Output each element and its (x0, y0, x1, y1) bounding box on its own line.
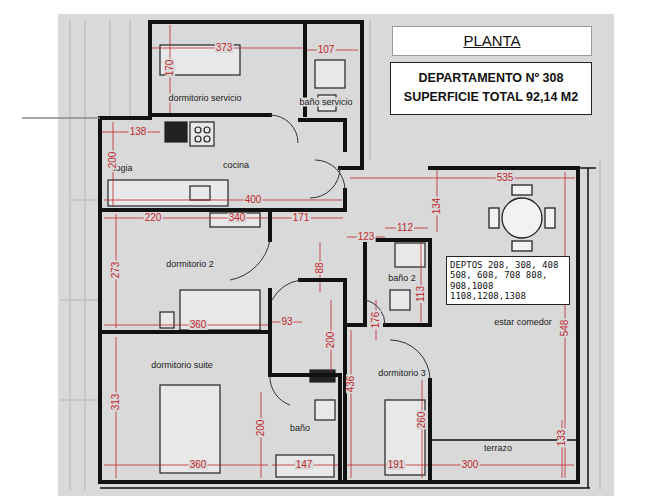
dimension-label: 200 (326, 331, 336, 350)
dimension-label: 340 (228, 213, 247, 223)
room-label: baño (289, 424, 311, 433)
dimension-label: 133 (557, 429, 567, 448)
dimension-label: 171 (292, 213, 311, 223)
dimension-label: 191 (387, 460, 406, 470)
unit-list-box: DEPTOS 208, 308, 408 508, 608, 708 808, … (446, 256, 570, 305)
dimension-label: 88 (315, 261, 325, 274)
room-label: baño 2 (387, 274, 417, 283)
box-text: SUPERFICIE TOTAL 92,14 M2 (397, 88, 585, 107)
dimension-label: 436 (346, 375, 356, 394)
dimension-label: 123 (357, 232, 376, 242)
dimension-label: 273 (111, 261, 121, 280)
dimension-label: 93 (280, 317, 293, 327)
dimension-label: 134 (432, 197, 442, 216)
title-box: PLANTA (392, 26, 592, 56)
dimension-label: 360 (189, 460, 208, 470)
dimension-label: 147 (295, 460, 314, 470)
box-text: DEPARTAMENTO Nº 308 (397, 69, 585, 88)
room-label: dormitorio servicio (167, 94, 242, 103)
room-label: baño servicio (298, 98, 353, 107)
dimension-label: 260 (417, 411, 427, 430)
title-block: DEPARTAMENTO Nº 308SUPERFICIE TOTAL 92,1… (390, 62, 592, 115)
dimension-label: 220 (144, 213, 163, 223)
dimension-label: 200 (108, 151, 118, 170)
dimension-label: 548 (560, 319, 570, 338)
room-label: dormitorio 3 (377, 369, 427, 378)
dimension-label: 138 (129, 127, 148, 137)
room-label: terrazo (483, 444, 513, 453)
room-label: estar comedor (493, 318, 553, 327)
dimension-label: 313 (111, 393, 121, 412)
dimension-label: 300 (461, 460, 480, 470)
dimension-label: 400 (244, 195, 263, 205)
room-label: dormitorio suite (150, 361, 214, 370)
dimension-label: 200 (256, 419, 266, 438)
dimension-label: 360 (189, 320, 208, 330)
dimension-label: 113 (416, 285, 426, 303)
box-text: DEPTOS 208, 308, 408 508, 608, 708 808, … (450, 260, 566, 301)
title: PLANTA (463, 32, 520, 49)
dimension-label: 107 (317, 45, 336, 55)
dimension-label: 535 (496, 173, 515, 183)
dimension-label: 373 (215, 43, 234, 53)
dimension-label: 112 (396, 223, 414, 233)
dimension-label: 176 (371, 311, 381, 330)
dimension-label: 170 (165, 59, 175, 78)
room-label: dormitorio 2 (165, 260, 215, 269)
room-label: cocina (222, 161, 250, 170)
